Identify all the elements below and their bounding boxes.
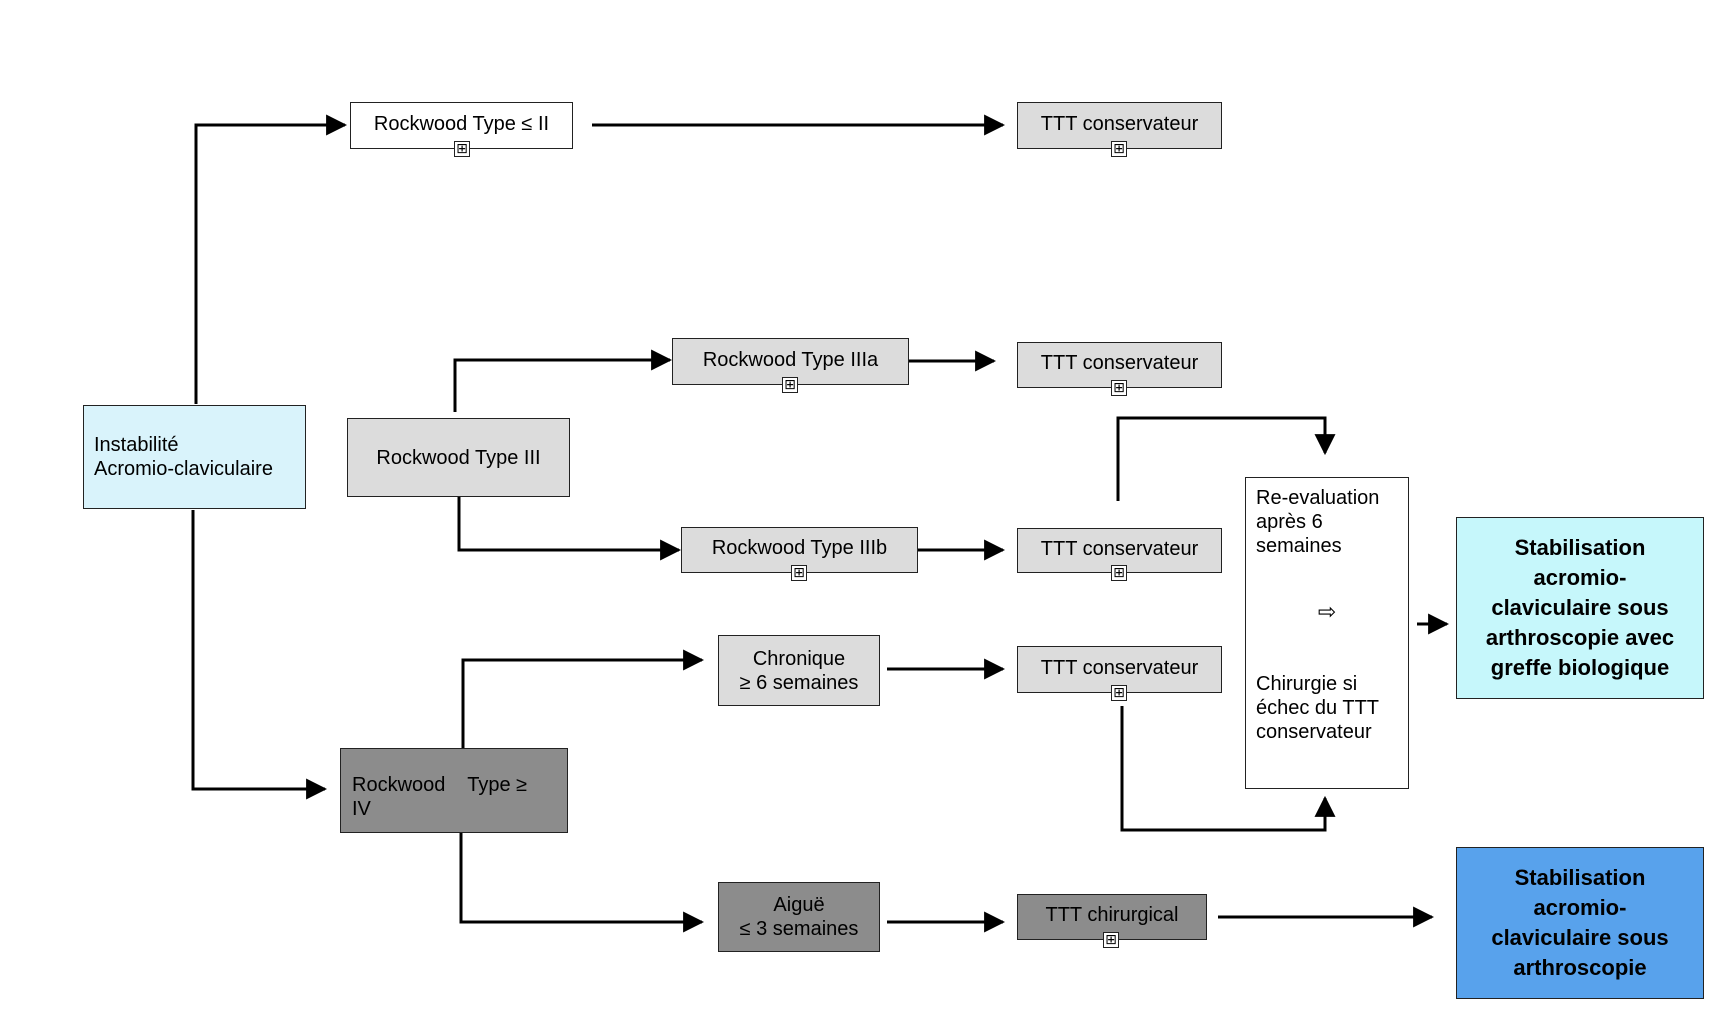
connector-instability-type-le-2: [194, 114, 348, 404]
node-ttt-conservateur-2: TTT conservateur ⊞: [1017, 342, 1222, 396]
connector-instability-type-ge-4: [191, 510, 328, 800]
node-chronic-label: Chronique ≥ 6 semaines: [739, 647, 859, 694]
node-chronic: Chronique ≥ 6 semaines: [718, 635, 880, 706]
connector-type-ge-4-acute: [459, 832, 705, 933]
expand-icon[interactable]: ⊞: [1103, 932, 1119, 948]
node-reevaluation: Re-evaluation après 6 semaines ⇨ Chirurg…: [1245, 477, 1409, 789]
node-type-le-2: Rockwood Type ≤ II ⊞: [350, 102, 573, 157]
node-type-le-2-label: Rockwood Type ≤ II: [373, 112, 550, 135]
node-ttt-conservateur-1: TTT conservateur ⊞: [1017, 102, 1222, 157]
expand-icon[interactable]: ⊞: [782, 377, 798, 393]
node-type-3b: Rockwood Type IIIb ⊞: [681, 527, 918, 581]
node-stabilisation-greffe-label: Stabilisation acromio- claviculaire sous…: [1485, 535, 1675, 680]
connector-ttt3-reeval: [1116, 416, 1336, 501]
reeval-top-label: Re-evaluation après 6 semaines: [1256, 487, 1380, 557]
expand-icon[interactable]: ⊞: [1111, 141, 1127, 157]
node-acute: Aiguë ≤ 3 semaines: [718, 882, 880, 952]
reeval-arrow-icon: ⇨: [1317, 599, 1337, 624]
node-type-ge-4-label: Rockwood Type ≥ IV: [352, 774, 528, 820]
node-type-3-label: Rockwood Type III: [376, 446, 541, 469]
node-ttt-chirurgical-label: TTT chirurgical: [1045, 904, 1179, 926]
node-stabilisation: Stabilisation acromio- claviculaire sous…: [1456, 847, 1704, 999]
expand-icon[interactable]: ⊞: [1111, 380, 1127, 396]
node-stabilisation-label: Stabilisation acromio- claviculaire sous…: [1491, 865, 1669, 980]
node-type-3: Rockwood Type III: [347, 418, 570, 497]
reeval-bottom-label: Chirurgie si échec du TTT conservateur: [1256, 673, 1380, 743]
node-type-3a-label: Rockwood Type IIIa: [702, 348, 879, 371]
connector-type-ge-4-chronic: [461, 649, 705, 750]
node-ttt-conservateur-1-label: TTT conservateur: [1040, 112, 1199, 135]
node-instability: Instabilité Acromio-claviculaire: [83, 405, 306, 509]
node-stabilisation-greffe: Stabilisation acromio- claviculaire sous…: [1456, 517, 1704, 699]
node-ttt-conservateur-4: TTT conservateur ⊞: [1017, 646, 1222, 701]
connector-type-3-type-3a: [453, 349, 673, 412]
node-ttt-conservateur-4-label: TTT conservateur: [1040, 656, 1199, 679]
expand-icon[interactable]: ⊞: [454, 141, 470, 157]
node-instability-label: Instabilité Acromio-claviculaire: [94, 434, 273, 480]
connector-type-3-type-3b: [457, 497, 682, 561]
expand-icon[interactable]: ⊞: [1111, 565, 1127, 581]
node-ttt-conservateur-3-label: TTT conservateur: [1040, 537, 1199, 560]
node-ttt-chirurgical: TTT chirurgical ⊞: [1017, 894, 1207, 948]
node-acute-label: Aiguë ≤ 3 semaines: [739, 894, 859, 940]
node-type-3a: Rockwood Type IIIa ⊞: [672, 338, 909, 393]
node-type-3b-label: Rockwood Type IIIb: [711, 537, 888, 559]
node-ttt-conservateur-2-label: TTT conservateur: [1040, 352, 1199, 374]
expand-icon[interactable]: ⊞: [791, 565, 807, 581]
node-ttt-conservateur-3: TTT conservateur ⊞: [1017, 528, 1222, 581]
node-type-ge-4: Rockwood Type ≥ IV: [340, 748, 568, 833]
connector-ttt4-reeval: [1120, 706, 1336, 832]
expand-icon[interactable]: ⊞: [1111, 685, 1127, 701]
